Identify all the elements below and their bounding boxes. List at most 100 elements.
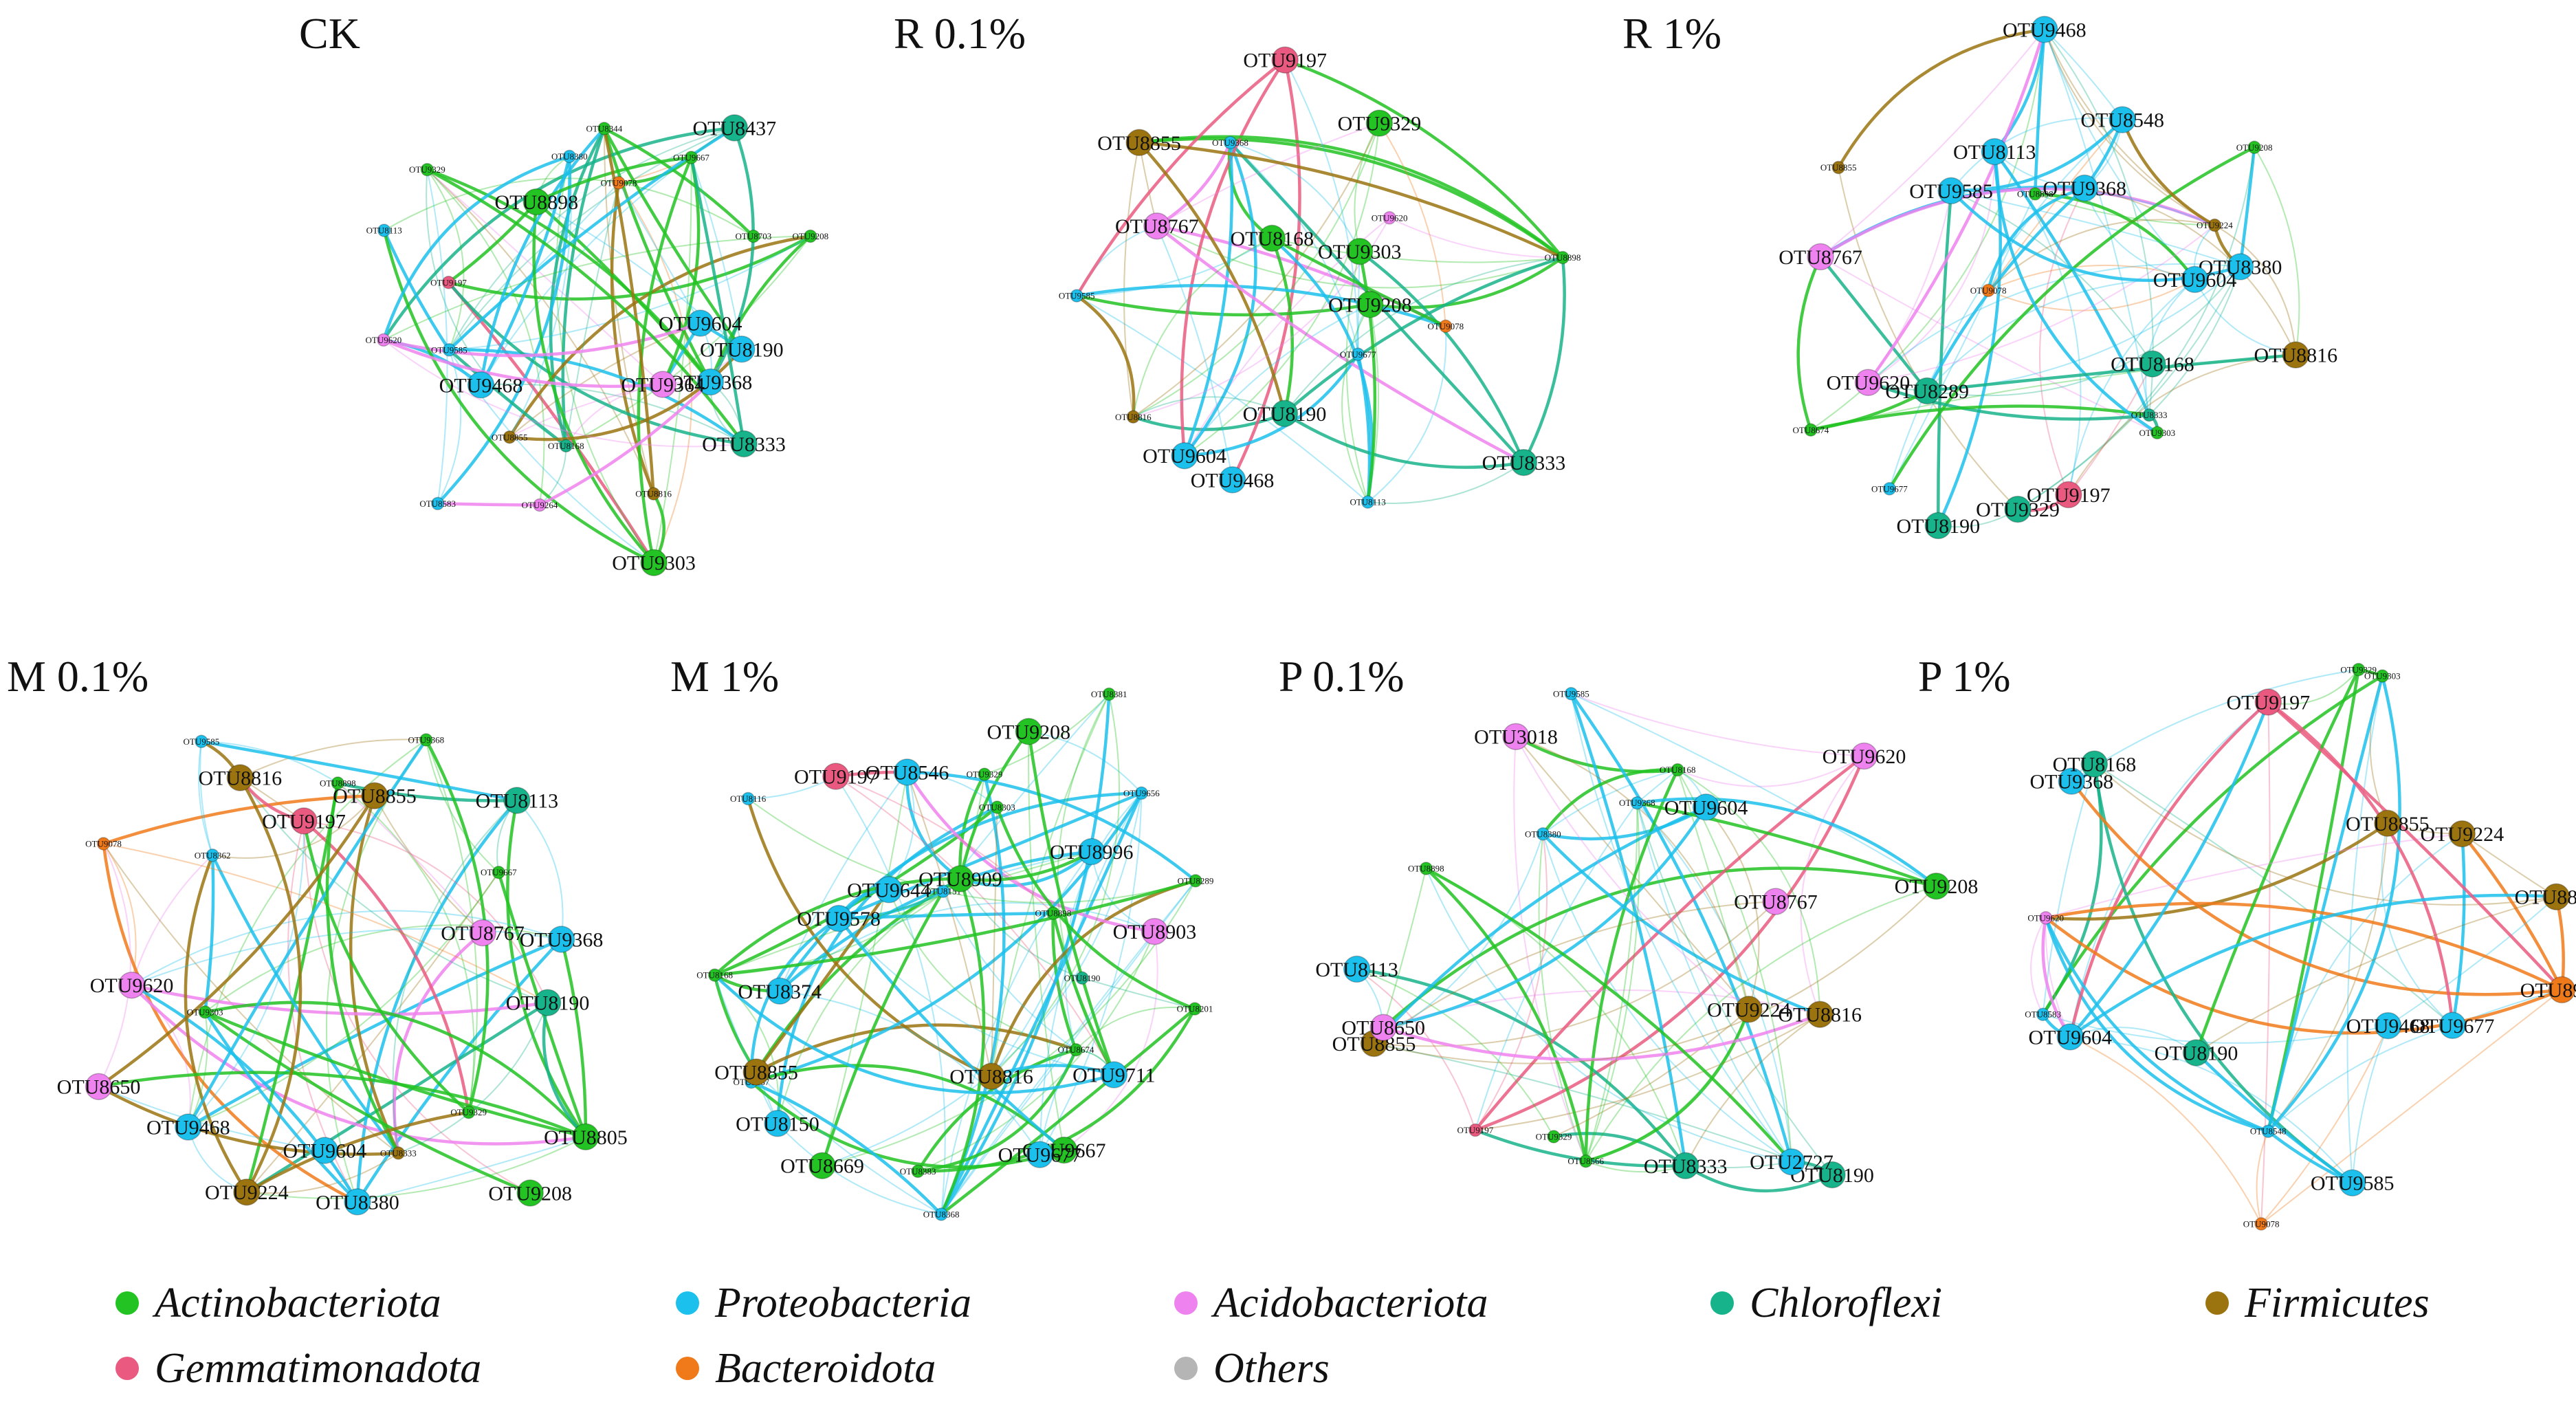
network-edge [1138, 141, 1286, 414]
network-edge [1541, 833, 1820, 1016]
node-label: OTU8816 [635, 489, 672, 499]
network-edge [2084, 187, 2297, 356]
node-circle [2374, 1011, 2402, 1040]
network-edge [1374, 901, 1776, 1047]
network-edge [349, 795, 400, 1154]
network-edge [960, 850, 1093, 888]
otu-node-otu9224: OTU9224 [205, 1178, 289, 1206]
otu-node-otu8816: OTU8816 [1778, 1000, 1862, 1028]
network-edge [778, 850, 1092, 992]
network-edge [1541, 768, 1678, 835]
node-circle [377, 333, 390, 347]
network-edge [918, 1008, 1196, 1173]
node-circle [290, 807, 318, 835]
network-edge [565, 235, 811, 447]
network-edge [542, 1002, 587, 1138]
network-edge [2045, 901, 2563, 992]
network-edge [905, 772, 962, 880]
network-edge [1075, 58, 1286, 297]
otu-node-otu9329: OTU9329 [450, 1105, 487, 1119]
node-circle [684, 151, 698, 164]
node-label: OTU8168 [2053, 754, 2137, 776]
node-circle [2261, 1124, 2275, 1138]
node-circle [1134, 786, 1149, 800]
edges [713, 693, 1197, 1216]
node-circle [344, 1188, 371, 1216]
otu-node-otu8289: OTU8289 [1178, 874, 1213, 888]
node-circle [2038, 911, 2053, 925]
network-edge [1585, 1009, 1750, 1163]
network-edge [2555, 896, 2565, 990]
legend-swatch [1174, 1357, 1198, 1380]
otu-node-otu9364: OTU9364 [621, 371, 705, 398]
network-edge [2069, 701, 2269, 1038]
otu-node-otu3018: OTU3018 [1474, 723, 1558, 750]
network-edge [746, 798, 993, 1078]
panel-title: P 0.1% [1279, 652, 1405, 701]
node-label: OTU8903 [1113, 921, 1197, 943]
network-edge [1156, 122, 1380, 227]
node-label: OTU8190 [700, 338, 784, 361]
otu-node-otu8113: OTU8113 [366, 223, 402, 237]
network-edge [2041, 675, 2384, 1016]
node-label: OTU9604 [2028, 1026, 2112, 1049]
node-circle [516, 1179, 544, 1207]
node-label: OTU9224 [2197, 220, 2233, 230]
network-edge [1138, 137, 1564, 259]
otu-node-otu9677: OTU9677 [1871, 482, 1908, 496]
network-edge [2267, 1025, 2453, 1132]
legend-item-chloroflexi: Chloroflexi [1710, 1280, 1942, 1326]
otu-node-otu8669: OTU8669 [780, 1152, 864, 1179]
node-circle [1671, 1152, 1699, 1180]
network-edge [203, 1011, 359, 1203]
node-label: OTU8546 [866, 761, 949, 784]
network-edge [940, 774, 1006, 1215]
node-circle [640, 549, 668, 576]
network-edge [1184, 303, 1371, 457]
node-circle [85, 1073, 113, 1100]
node-circle [1671, 763, 1684, 777]
network-edge [131, 928, 562, 986]
otu-node-otu9620: OTU9620 [1372, 211, 1407, 225]
node-label: OTU8362 [195, 850, 231, 860]
node-circle [947, 865, 974, 893]
network-edge [1156, 224, 1525, 464]
network-edge [777, 1123, 942, 1215]
network-edge [991, 807, 998, 1077]
otu-node-otu8437: OTU8437 [692, 114, 776, 142]
otu-node-otu8816: OTU8816 [2515, 883, 2576, 910]
node-label: OTU8374 [738, 981, 822, 1003]
node-circle [1924, 512, 1952, 540]
node-circle [1189, 874, 1202, 888]
network-edge [2041, 763, 2103, 1016]
network-edge [2093, 763, 2454, 1027]
node-label: OTU8767 [1734, 891, 1818, 914]
otu-node-otu9368: OTU9368 [1212, 135, 1248, 150]
node-label: OTU8201 [1177, 1004, 1213, 1014]
network-edge [2381, 823, 2454, 1027]
node-label: OTU9368 [1619, 798, 1655, 808]
node-circle [1818, 1161, 1846, 1189]
node-label: OTU8333 [380, 1148, 417, 1158]
node-circle [1806, 1000, 1834, 1028]
otu-node-otu8116: OTU8116 [730, 791, 767, 806]
node-label: OTU8767 [1779, 246, 1862, 269]
network-edge [1888, 146, 2256, 490]
network-edge [2461, 833, 2564, 991]
network-edge [1270, 237, 1294, 414]
node-label: OTU8381 [1091, 689, 1127, 699]
node-circle [1630, 796, 1644, 810]
network-edge [2148, 266, 2241, 416]
otu-node-otu8368: OTU8368 [923, 1207, 959, 1221]
node-circle [747, 229, 760, 243]
network-edge [751, 1064, 1066, 1152]
node-circle [2139, 350, 2166, 378]
node-label: OTU9677 [1871, 483, 1908, 494]
node-label: OTU9620 [1823, 745, 1906, 768]
otu-node-otu9368: OTU9368 [520, 926, 603, 953]
network-edge [1889, 193, 2036, 490]
otu-node-otu9677: OTU9677 [2411, 1011, 2494, 1040]
node-circle [978, 1062, 1005, 1090]
network-edge [2195, 896, 2557, 1053]
node-label: OTU9329 [1976, 499, 2060, 521]
